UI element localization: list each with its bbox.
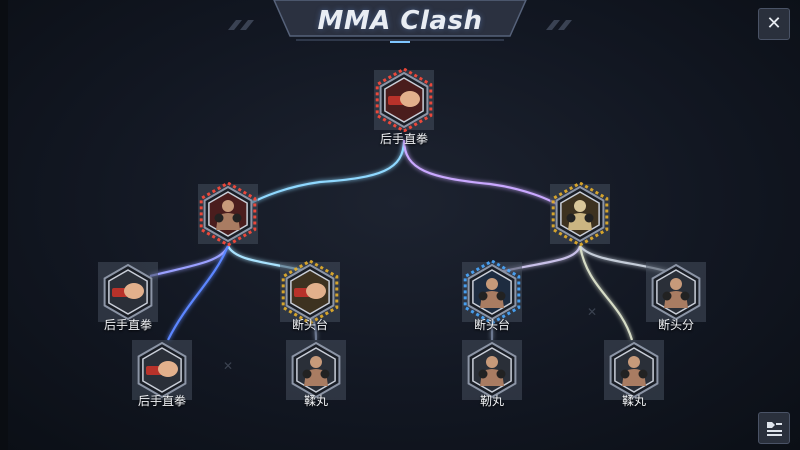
skill-node[interactable] bbox=[640, 256, 712, 328]
node-label: 断头台 bbox=[473, 318, 510, 332]
header-stripes-left bbox=[228, 20, 254, 30]
node-label: 后手直拳 bbox=[137, 394, 186, 408]
fist-icon bbox=[112, 283, 144, 299]
skill-node[interactable] bbox=[544, 178, 616, 250]
node-label: 靭丸 bbox=[479, 394, 504, 408]
skill-node[interactable] bbox=[92, 256, 164, 328]
list-icon bbox=[767, 422, 782, 436]
skill-node[interactable] bbox=[126, 334, 198, 406]
fist-icon bbox=[294, 283, 326, 299]
skill-node[interactable] bbox=[274, 256, 346, 328]
x-mark-icon: ✕ bbox=[586, 305, 598, 319]
skill-node[interactable] bbox=[456, 334, 528, 406]
node-label: 断头分 bbox=[657, 318, 694, 332]
fighter-icon bbox=[620, 356, 648, 386]
link-right-3 bbox=[578, 245, 634, 341]
page-title: MMA Clash bbox=[317, 6, 483, 36]
fist-icon bbox=[388, 91, 420, 107]
skill-node[interactable] bbox=[368, 64, 440, 136]
link-root-left bbox=[241, 139, 406, 209]
fighter-icon bbox=[478, 356, 506, 386]
x-mark-icon: ✕ bbox=[222, 359, 234, 373]
link-root-right bbox=[402, 139, 567, 211]
skill-node[interactable] bbox=[598, 334, 670, 406]
header-plate: MMA Clash bbox=[270, 0, 530, 44]
fighter-icon bbox=[302, 356, 330, 386]
left-edge-strip bbox=[0, 0, 8, 450]
fighter-icon bbox=[566, 200, 594, 230]
node-label: 断头台 bbox=[291, 318, 328, 332]
node-label: 鞣丸 bbox=[303, 394, 328, 408]
node-label-root: 后手直拳 bbox=[379, 132, 428, 146]
fighter-icon bbox=[214, 200, 242, 230]
fist-icon bbox=[146, 361, 178, 377]
node-label: 鞣丸 bbox=[621, 394, 646, 408]
skill-node[interactable] bbox=[280, 334, 352, 406]
skill-node[interactable] bbox=[456, 256, 528, 328]
close-button[interactable]: ✕ bbox=[758, 8, 790, 40]
menu-toggle-button[interactable] bbox=[758, 412, 790, 444]
header-stripes-right bbox=[546, 20, 572, 30]
skill-node[interactable] bbox=[192, 178, 264, 250]
link-left-3 bbox=[167, 245, 230, 341]
fighter-icon bbox=[478, 278, 506, 308]
node-label: 后手直拳 bbox=[103, 318, 152, 332]
fighter-icon bbox=[662, 278, 690, 308]
